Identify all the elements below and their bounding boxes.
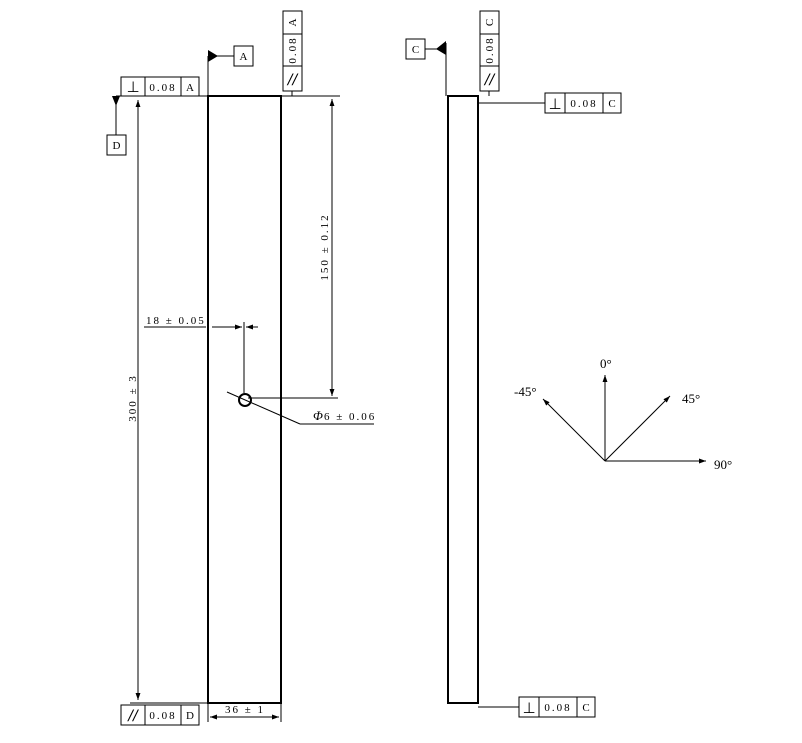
perpendicularity-symbol: ⊥ (126, 78, 139, 96)
datum-a-label: A (240, 51, 248, 63)
width-dimension: 36 ± 1 (207, 703, 282, 722)
hole-circle (238, 393, 252, 407)
frame-left-top-datum: A (186, 82, 194, 94)
hole-diameter-text: 6 ± 0.06 (324, 411, 376, 423)
frame-right-bottom-datum-cell (576, 696, 596, 718)
frame-right-bottom: ⊥ 0.08 C (518, 696, 596, 718)
length-dimension-text: 300 ± 3 (127, 374, 139, 422)
angle-45-arrow (604, 395, 671, 462)
frame-right-vertical-datum: C (484, 19, 496, 26)
hole-callout: Φ 6 ± 0.06 (226, 391, 376, 425)
frame-right-bottom-datum: C (582, 702, 589, 714)
hole-horizontal-dimension: 18 ± 0.05 (144, 315, 258, 393)
parallelism-symbol: // (483, 72, 496, 88)
angle-90-label: 90° (714, 457, 732, 472)
frame-right-top: ⊥ 0.08 C (544, 92, 622, 114)
frame-left-top-tolerance: 0.08 (149, 82, 176, 94)
front-view (116, 95, 340, 704)
datum-d-box (106, 134, 127, 156)
datum-c-triangle (436, 41, 446, 55)
datum-a: A (207, 45, 254, 96)
perpendicularity-symbol: ⊥ (522, 699, 535, 717)
hole-vertical-dimension: 150 ± 0.12 (248, 99, 338, 399)
fiber-orientation-diagram: 0° 45° -45° 90° (514, 356, 732, 472)
datum-c-label: C (412, 44, 419, 56)
angle-minus45-label: -45° (514, 384, 537, 399)
length-dimension: 300 ± 3 (127, 100, 141, 700)
frame-left-bottom-datum-cell (180, 704, 200, 726)
frame-left-bottom-tolerance: 0.08 (149, 710, 176, 722)
frame-right-top-datum: C (608, 98, 615, 110)
frame-left-bottom: // 0.08 D (120, 704, 200, 726)
datum-c: C (405, 38, 447, 96)
width-dimension-text: 36 ± 1 (225, 704, 265, 716)
frame-left-top-datum-cell (180, 76, 200, 97)
frame-right-top-datum-cell (602, 92, 622, 114)
diameter-symbol: Φ (313, 408, 323, 423)
angle-0-label: 0° (600, 356, 612, 371)
frame-right-vertical: C 0.08 // (479, 10, 500, 96)
angle-45-label: 45° (682, 391, 700, 406)
frame-right-bottom-tolerance: 0.08 (544, 702, 571, 714)
hole-horizontal-dimension-text: 18 ± 0.05 (146, 315, 206, 327)
frame-left-vertical-datum: A (287, 18, 299, 26)
frame-left-bottom-datum: D (186, 710, 194, 722)
parallelism-symbol: // (286, 72, 299, 88)
datum-d: D (106, 96, 127, 156)
datum-a-box (233, 45, 254, 67)
angle-minus45-arrow (542, 398, 606, 462)
frame-left-top: ⊥ 0.08 A (120, 76, 200, 97)
perpendicularity-symbol: ⊥ (548, 95, 561, 113)
hole-leader (226, 391, 301, 425)
side-view-outline (447, 95, 479, 704)
frame-right-top-tolerance: 0.08 (570, 98, 597, 110)
hole-vertical-dimension-text: 150 ± 0.12 (319, 213, 331, 280)
parallelism-symbol: // (126, 708, 139, 724)
frame-right-vertical-tolerance: 0.08 (484, 36, 496, 63)
side-view (447, 95, 545, 708)
frame-left-vertical: A 0.08 // (282, 10, 303, 96)
datum-d-label: D (113, 140, 121, 152)
frame-left-vertical-tolerance: 0.08 (287, 36, 299, 63)
datum-a-triangle (208, 50, 218, 62)
